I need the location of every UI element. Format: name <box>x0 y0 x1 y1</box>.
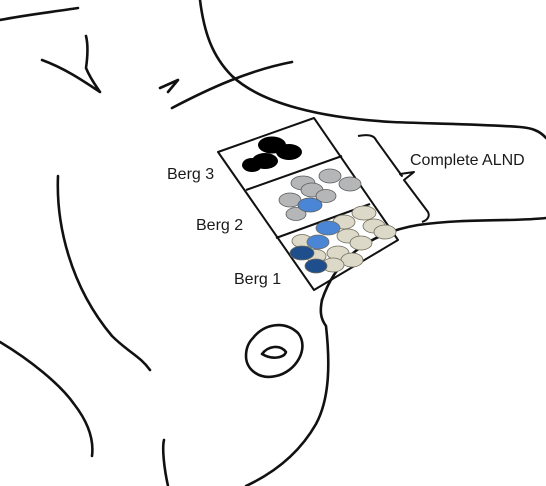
berg3-node <box>276 144 302 160</box>
berg1-node-light <box>316 221 340 235</box>
label-berg3: Berg 3 <box>167 167 214 183</box>
label-complete-alnd: Complete ALND <box>410 153 525 169</box>
chest-curve-left <box>58 176 150 370</box>
berg2-node-highlight <box>298 198 322 212</box>
label-berg2: Berg 2 <box>196 218 243 234</box>
berg1-node-light <box>307 235 329 249</box>
torso-outline <box>246 300 328 486</box>
berg1-node <box>352 206 376 220</box>
label-berg1: Berg 1 <box>234 272 281 288</box>
berg1-node <box>350 236 372 250</box>
nipple <box>262 347 286 358</box>
arm-upper-outline <box>200 0 546 138</box>
berg3-node <box>242 158 262 172</box>
areola <box>246 325 302 377</box>
berg1-node-dark <box>290 246 314 260</box>
berg1-node <box>374 225 396 239</box>
berg2-node <box>339 177 361 191</box>
ear-outline <box>42 36 100 92</box>
berg3-nodes <box>242 137 302 173</box>
chest-curve-lower <box>0 342 92 456</box>
berg2-node <box>319 169 341 183</box>
berg2-nodes <box>279 169 361 221</box>
berg1-node-dark <box>305 259 327 273</box>
head-outline <box>0 8 78 20</box>
breast-lower-curve <box>163 440 168 486</box>
clavicle-mark <box>160 80 178 92</box>
